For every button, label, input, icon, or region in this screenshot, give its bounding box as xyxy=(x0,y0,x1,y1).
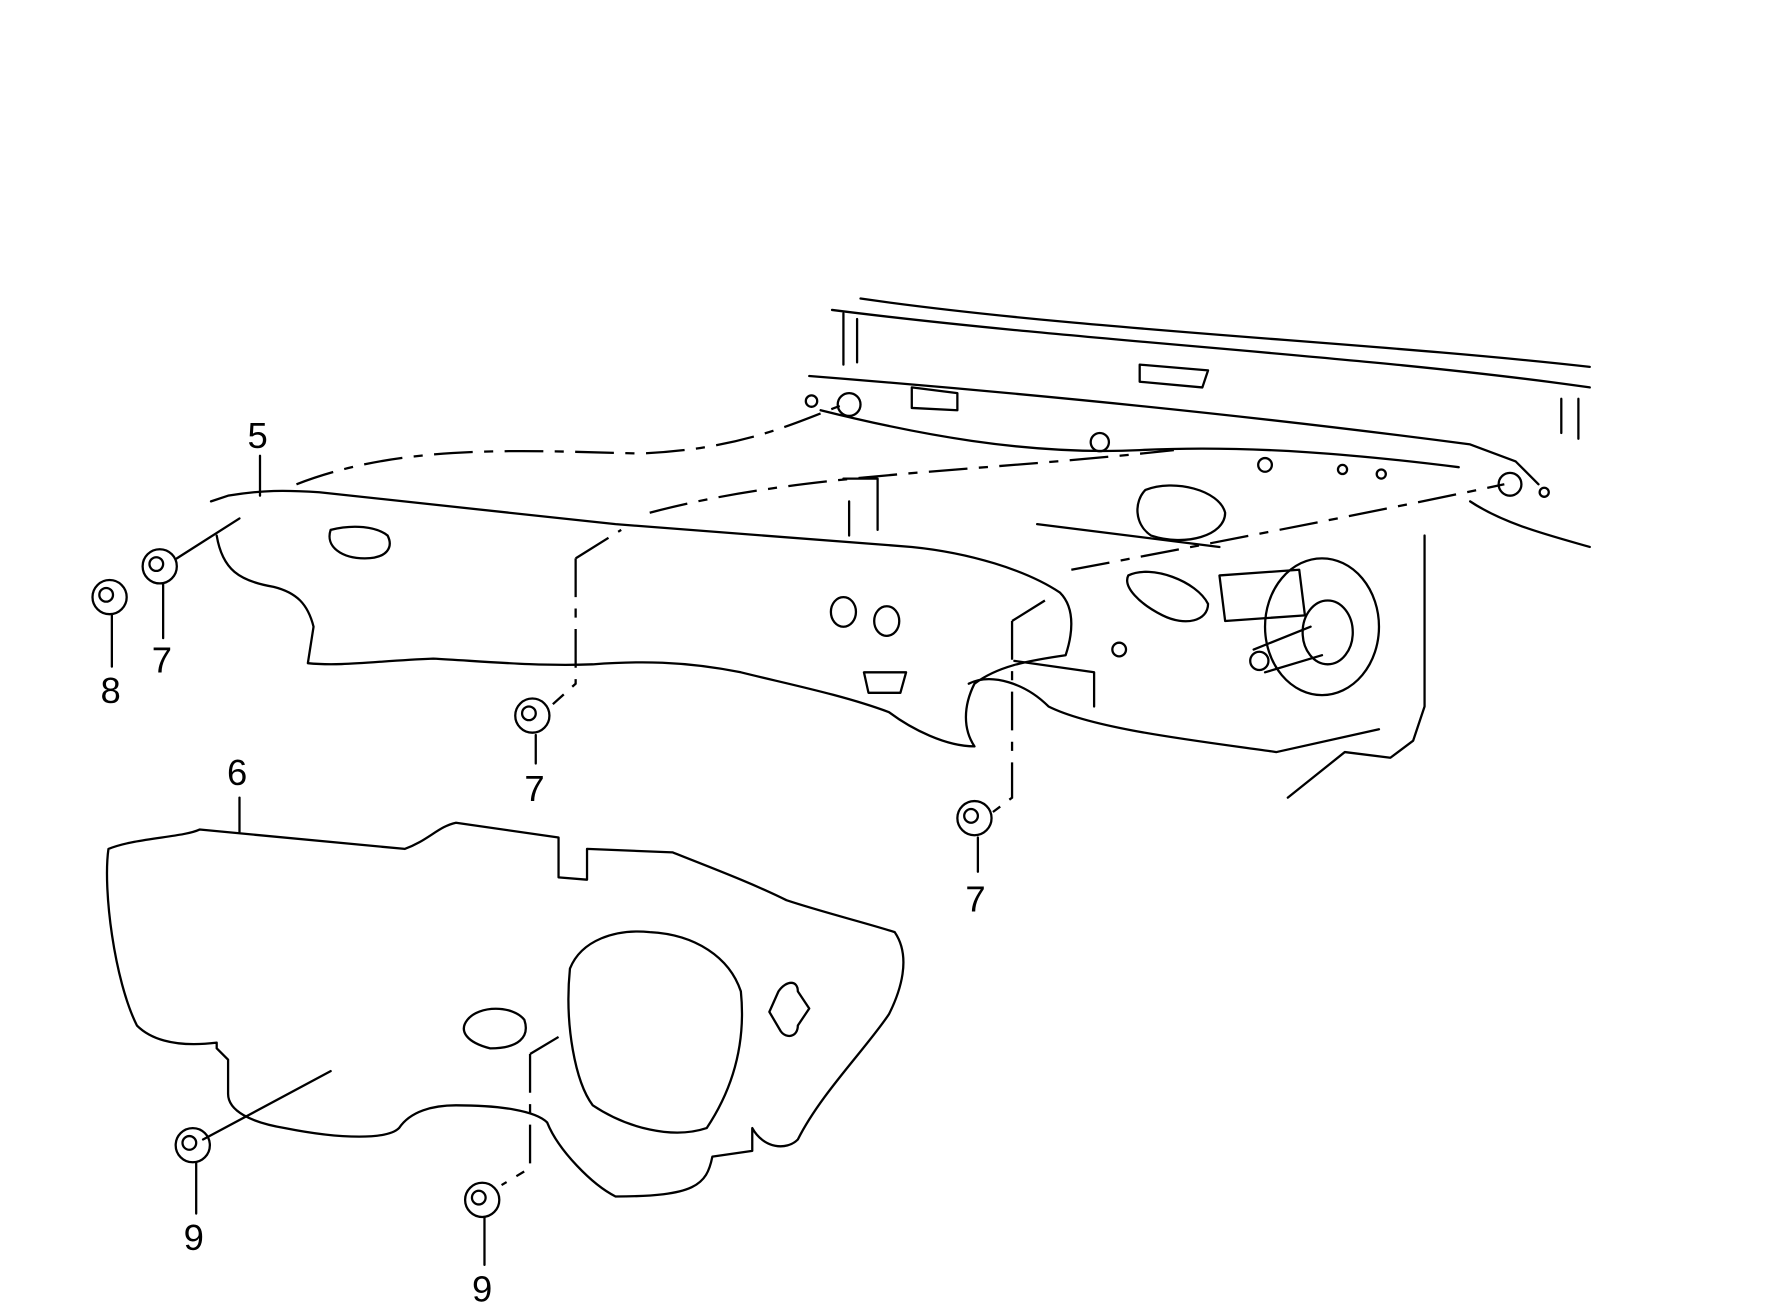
callout-7b: 7 xyxy=(524,768,544,809)
callout-9b: 9 xyxy=(472,1268,492,1307)
callout-8: 8 xyxy=(100,670,120,711)
nut-7a-icon xyxy=(141,548,178,585)
callout-5: 5 xyxy=(247,415,267,456)
nut-9a-icon xyxy=(174,1126,212,1164)
callout-7c: 7 xyxy=(965,879,985,920)
insulation-panel-5 xyxy=(209,403,1505,748)
callout-6: 6 xyxy=(227,752,247,793)
insulation-panel-6 xyxy=(105,821,905,1198)
nut-8-icon xyxy=(91,578,128,616)
vehicle-body-firewall xyxy=(804,297,1591,799)
leader-lines xyxy=(110,454,1050,1266)
callout-9a: 9 xyxy=(184,1217,204,1258)
nut-7b-icon xyxy=(514,697,551,734)
callout-7a: 7 xyxy=(152,639,172,680)
nut-7c-icon xyxy=(956,799,993,837)
nut-9b-icon xyxy=(463,1181,501,1219)
